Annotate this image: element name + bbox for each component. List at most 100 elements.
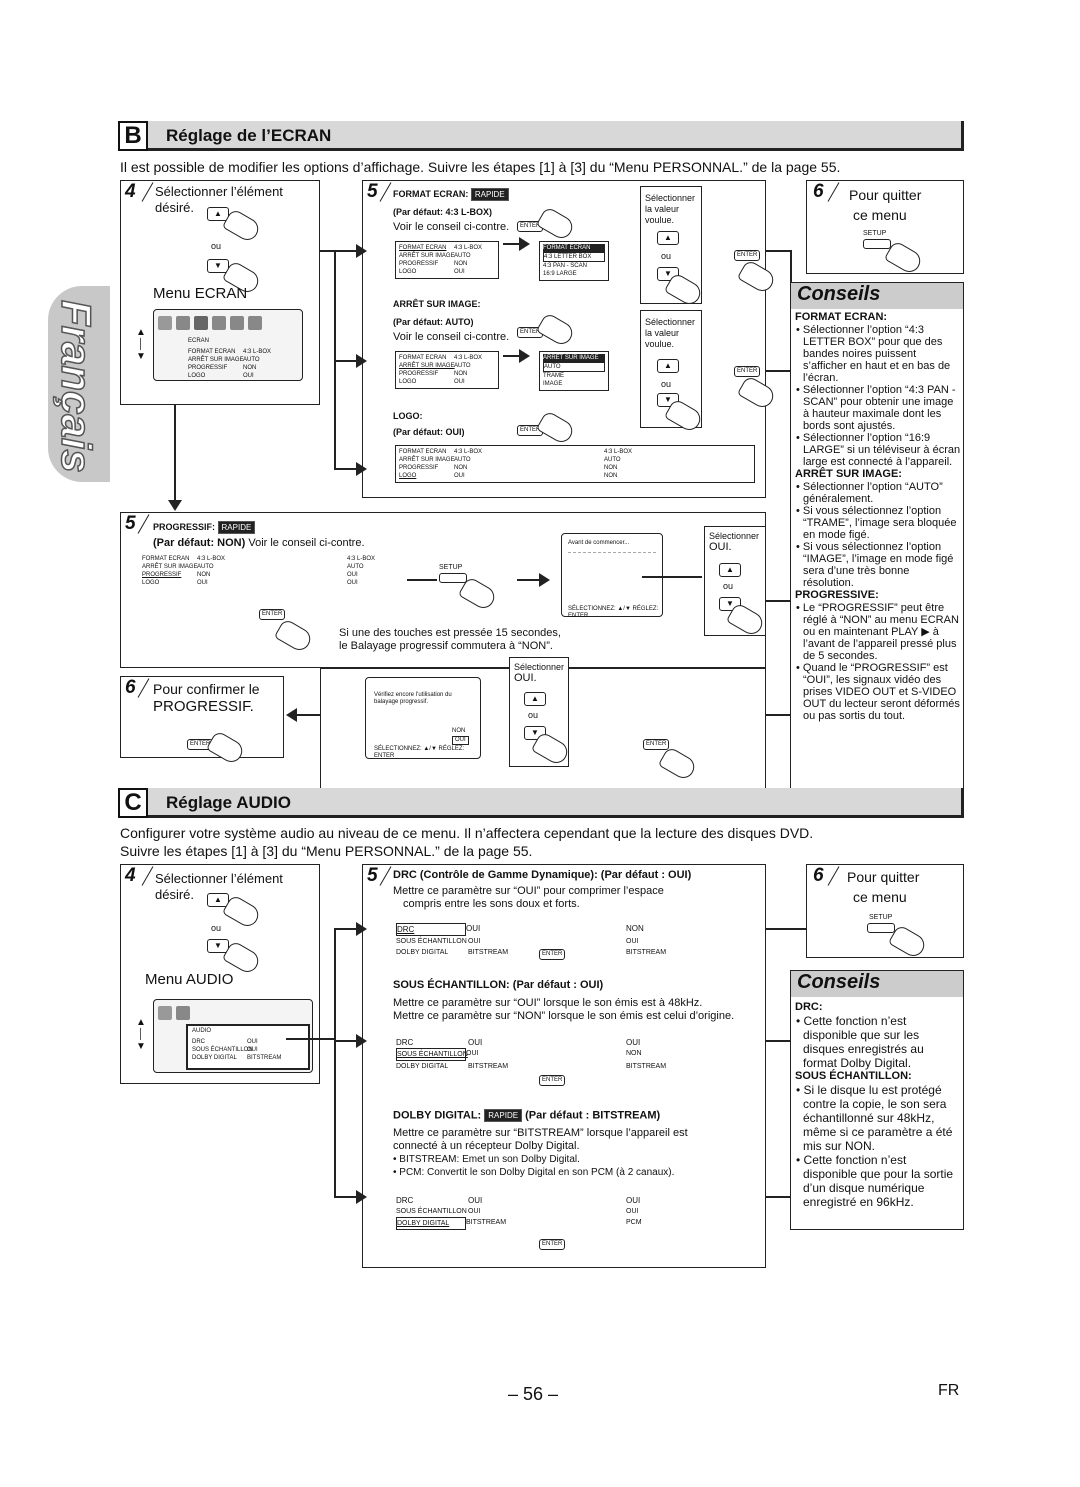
menu-ecran-head: ECRAN [188,338,210,344]
format-menu-options: FORMAT ECRAN 4:3 LETTER BOX 4:3 PAN - SC… [539,241,609,281]
arrow-left-icon [286,708,297,722]
language-tab [48,286,110,482]
arrow-right-icon [356,462,367,476]
hand-icon [535,409,577,447]
sous-label: SOUS ÉCHANTILLON: (Par défaut : OUI) [393,979,604,991]
enter-button[interactable]: ENTER [734,366,761,377]
section-b-header: B Réglage de l’ECRAN [118,121,964,151]
or-label: ou [661,251,672,261]
enter-button[interactable]: ENTER [539,949,566,960]
rapide-badge: RAPIDE [470,188,509,201]
updown-arrows: ▲│▼ [136,1017,146,1052]
or-label: ou [661,379,672,389]
hand-icon [535,311,577,349]
up-key[interactable]: ▲ [524,692,546,706]
section-c-header: C Réglage AUDIO [118,788,964,818]
progressif-label: PROGRESSIF: RAPIDE [153,521,256,534]
up-key[interactable]: ▲ [657,359,679,373]
logo-label: LOGO: [393,411,423,421]
rapide-badge: RAPIDE [217,521,256,534]
tips-box-audio: Conseils DRC: • Cette fonction n’est dis… [790,970,964,1230]
rapide-badge: RAPIDE [484,1109,523,1122]
arrow-right-icon [356,1190,367,1204]
arrow-right-icon [356,354,367,368]
tv-screen-confirm: Vérifiez encore l’utilisation du balayag… [365,677,481,759]
setup-label: SETUP [863,230,887,237]
menu-ecran-label: Menu ECRAN [153,285,248,302]
hand-icon [535,205,577,243]
enter-button[interactable]: ENTER [259,609,286,620]
step-number: 4 [125,865,136,886]
tips-title: Conseils [797,971,881,993]
step-number: 5 [125,513,136,534]
step-number: 6 [125,677,136,698]
setup-button[interactable] [867,923,895,933]
progressif-box: 5 PROGRESSIF: RAPIDE (Par défaut: NON) V… [120,512,766,668]
globe-icon [176,316,190,330]
setup-button[interactable] [863,239,891,249]
section-b-letter: B [118,121,148,151]
enter-button[interactable]: ENTER [539,1075,566,1086]
enter-button[interactable]: ENTER [643,739,670,750]
arrow-right-icon [356,1034,367,1048]
down-key[interactable]: ▼ [207,939,229,953]
enter-button[interactable]: ENTER [734,250,761,261]
or-label: ou [211,241,222,251]
enter-button[interactable]: ENTER [539,1239,566,1250]
menu-icons-bar [158,1006,190,1020]
arrow-right-icon [356,922,367,936]
up-key[interactable]: ▲ [657,231,679,245]
menu-icons-bar [158,316,278,334]
language-code: FR [938,1382,960,1399]
disc-icon [158,1006,172,1020]
arret-note: Voir le conseil ci-contre. [393,331,510,343]
step-number: 4 [125,181,136,202]
page-number: – 56 – [508,1384,559,1404]
progressif-confirm-area: Vérifiez encore l’utilisation du balayag… [320,657,766,798]
up-key[interactable]: ▲ [719,563,741,577]
format-default: (Par défaut: 4:3 L-BOX) [393,207,493,217]
arrow-right-icon [519,237,530,251]
globe-icon [176,1006,190,1020]
setup-label: SETUP [439,564,463,571]
setup-button[interactable] [439,573,467,583]
music-icon [212,316,226,330]
arret-default: (Par défaut: AUTO) [393,317,474,327]
format-ecran-label: FORMAT ECRAN: RAPIDE [393,188,509,201]
arrow-right-icon [519,349,530,363]
menu-audio-label: Menu AUDIO [145,971,234,988]
tv-screen-warning: Avant de commencer... SÉLECTIONNEZ: ▲/▼ … [561,533,663,619]
or-label: ou [528,710,539,720]
disc-icon [158,316,172,330]
progressif-warning: Si une des touches est pressée 15 second… [339,627,561,652]
tips-box-ecran: Conseils FORMAT ECRAN: • Sélectionner l’… [790,282,964,806]
lock-icon [248,316,262,330]
tips-title: Conseils [797,283,881,305]
step-number: 6 [813,865,824,886]
speaker-icon [230,316,244,330]
